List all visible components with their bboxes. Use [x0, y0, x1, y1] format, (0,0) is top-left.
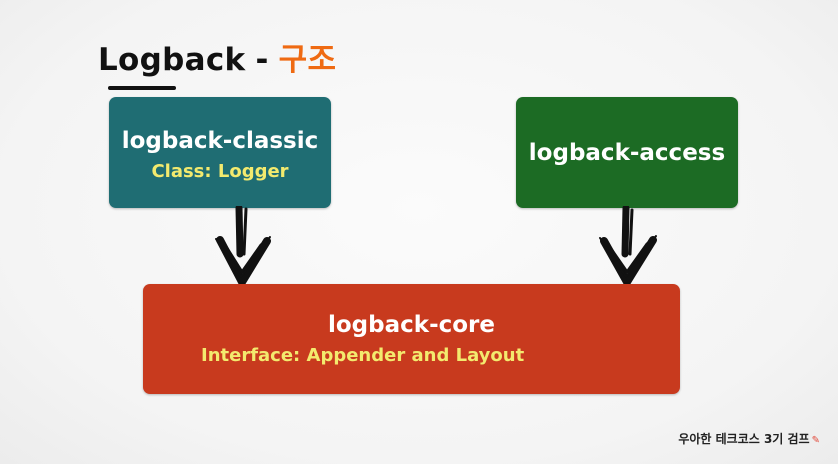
logback-classic-box: logback-classic Class: Logger	[109, 97, 331, 208]
logback-core-box: logback-core Interface: Appender and Lay…	[143, 284, 680, 394]
title-underline	[108, 86, 176, 90]
course-footer-text: 우아한 테크코스 3기 검프	[678, 432, 810, 446]
logback-access-box: logback-access	[516, 97, 738, 208]
classic-to-core-arrow	[215, 206, 271, 286]
slide-title-main: Logback	[98, 42, 246, 78]
logback-core-label: logback-core	[328, 312, 495, 338]
logback-core-description: Interface: Appender and Layout	[201, 345, 525, 366]
slide-title-sub: 구조	[278, 42, 337, 78]
slide-title-dash: -	[255, 42, 269, 78]
logback-access-label: logback-access	[528, 139, 726, 166]
logback-classic-description: Class: Logger	[151, 160, 289, 182]
logback-classic-label: logback-classic	[121, 127, 319, 154]
access-to-core-arrow	[599, 206, 657, 286]
slide-title: Logback-구조	[98, 34, 336, 79]
pen-mark-icon: ✎	[811, 435, 820, 446]
course-footer: 우아한 테크코스 3기 검프✎	[678, 430, 820, 447]
